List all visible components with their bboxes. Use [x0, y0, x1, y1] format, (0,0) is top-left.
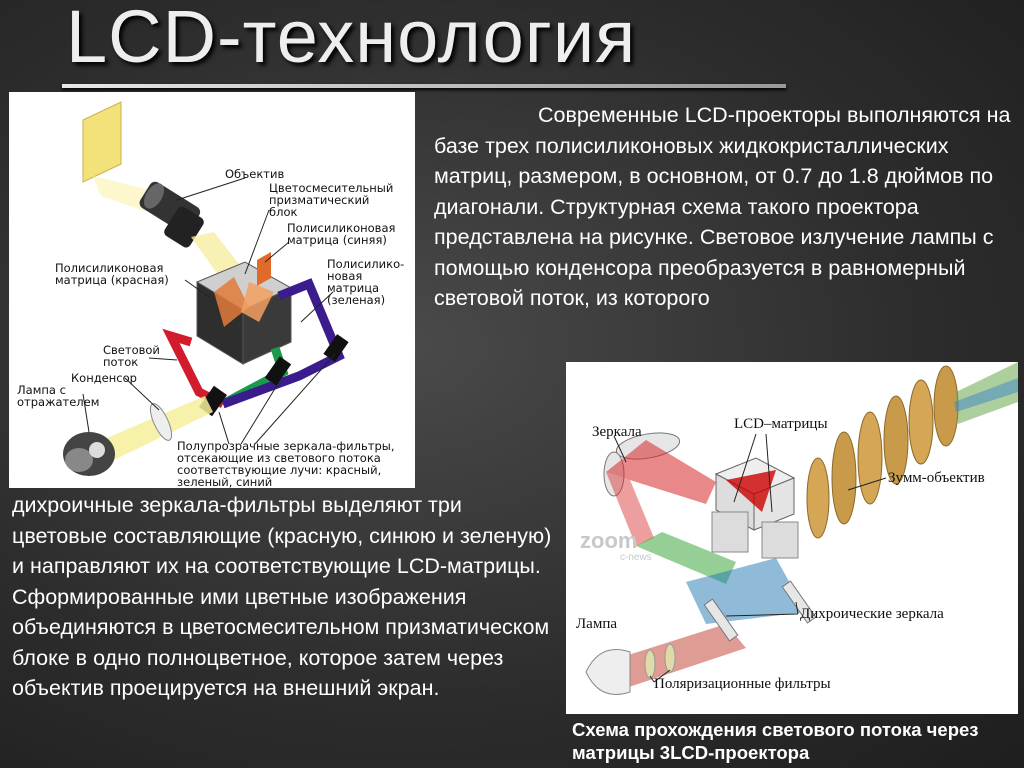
prism-cube-icon — [714, 457, 796, 531]
paragraph-top: Современные LCD-проекторы выполняются на… — [434, 100, 1014, 314]
light-path-svg: zoom c-news Зеркала LCD–матрицы Зумм-объ… — [576, 362, 1018, 695]
label-blue-2: матрица (синяя) — [287, 233, 387, 247]
label-flux-2: поток — [103, 355, 138, 369]
label-filters: Поляризационные фильтры — [654, 676, 831, 692]
paragraph-top-text: Современные LCD-проекторы выполняются на… — [434, 103, 1011, 310]
label-mirrors-4: зеленый, синий — [177, 475, 272, 488]
label-green-1: Полисилико- — [327, 257, 404, 271]
lamp-icon — [585, 649, 631, 695]
label-green-3: матрица — [327, 281, 379, 295]
label-mirrors: Зеркала — [592, 424, 642, 440]
watermark-cnews: c-news — [620, 552, 652, 563]
slide-title: LCD-технология — [66, 0, 637, 78]
label-red-2: матрица (красная) — [55, 273, 169, 287]
filter-2 — [664, 643, 676, 673]
label-prism-1: Цветосмесительный — [269, 181, 393, 195]
label-lcd: LCD–матрицы — [734, 416, 828, 432]
projector-structure-diagram: Объектив Цветосмесительный призматически… — [9, 92, 415, 489]
lamp-beam — [606, 624, 746, 688]
label-zoom: Зумм-объектив — [888, 470, 985, 486]
dichroic-mirror-1 — [703, 598, 739, 642]
label-prism-3: блок — [269, 205, 297, 219]
leader-lines — [82, 177, 336, 445]
label-prism-2: призматический — [269, 193, 369, 207]
label-flux-1: Световой — [103, 343, 160, 357]
diagram-caption: Схема прохождения светового потока через… — [572, 719, 979, 763]
watermark-zoom: zoom — [580, 528, 637, 553]
label-condenser: Конденсор — [71, 371, 137, 385]
screen-shape — [82, 101, 122, 183]
output-rays-blue — [954, 378, 1018, 412]
label-mirrors-1: Полупрозрачные зеркала-фильтры, — [177, 439, 394, 453]
label-green-2: новая — [327, 269, 362, 283]
title-underline — [62, 84, 786, 88]
label-lamp: Лампа — [576, 616, 617, 632]
blue-path — [221, 278, 345, 409]
label-lens: Объектив — [225, 167, 284, 181]
lcd-panel-2 — [761, 521, 799, 559]
label-mirrors-3: соответствующие лучи: красный, — [177, 463, 381, 477]
label-blue-1: Полисиликоновая — [287, 221, 395, 235]
green-beam — [636, 532, 736, 584]
projector-structure-svg: Объектив Цветосмесительный призматически… — [17, 101, 404, 489]
paragraph-bottom: дихроичные зеркала-фильтры выделяют три … — [12, 493, 552, 700]
prism-block-icon — [195, 261, 293, 365]
label-green-4: (зеленая) — [327, 293, 385, 307]
mirror-3 — [323, 334, 349, 362]
label-lamp-2: отражателем — [17, 395, 99, 409]
lamp-icon — [63, 432, 115, 476]
red-beam-2 — [606, 472, 654, 546]
label-red-1: Полисиликоновая — [55, 261, 163, 275]
red-beam — [606, 440, 716, 504]
dichroic-mirror-2 — [781, 580, 817, 624]
light-path-diagram: zoom c-news Зеркала LCD–матрицы Зумм-объ… — [566, 362, 1018, 714]
label-dichroic: Дихроические зеркала — [800, 606, 944, 622]
label-mirrors-2: отсекающие из светового потока — [177, 451, 381, 465]
filter-1 — [644, 649, 656, 679]
label-lamp-1: Лампа с — [17, 383, 66, 397]
lcd-panel-1 — [711, 511, 749, 553]
leader-lines-2 — [613, 433, 887, 683]
mirror-2 — [264, 356, 292, 386]
zoom-lens-icon — [806, 365, 959, 539]
